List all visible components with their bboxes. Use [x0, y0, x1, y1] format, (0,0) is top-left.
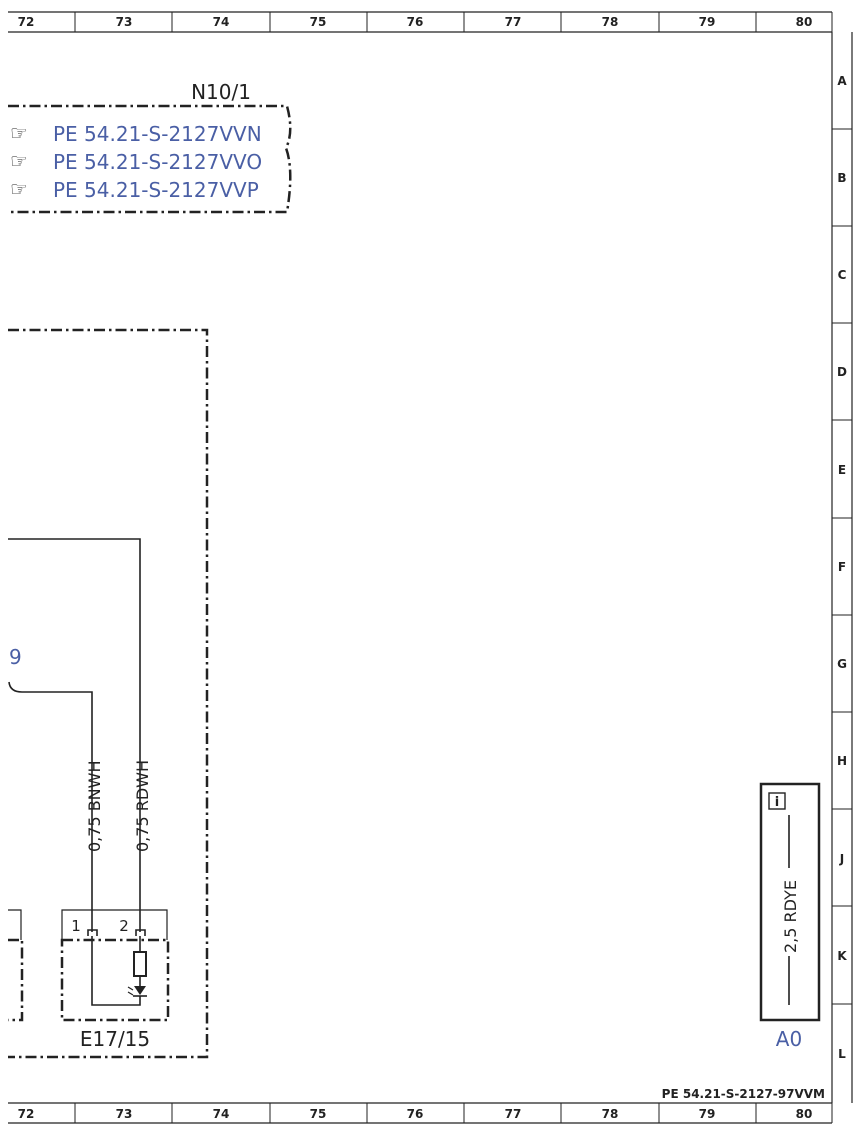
row-letter: L — [838, 1047, 846, 1061]
col-num: 79 — [699, 15, 716, 29]
component-label: E17/15 — [80, 1027, 150, 1051]
row-letter: C — [838, 268, 847, 282]
info-icon: i — [775, 795, 779, 810]
col-num: 78 — [602, 15, 619, 29]
col-num: 73 — [116, 1107, 133, 1121]
ref-link-vvo[interactable]: ☞ PE 54.21-S-2127VVO — [10, 149, 262, 174]
ref-link-vvp[interactable]: ☞ PE 54.21-S-2127VVP — [10, 177, 259, 202]
frame — [8, 11, 853, 1124]
internal-circuit — [91, 936, 147, 1006]
row-letter: J — [839, 852, 844, 866]
row-letter: B — [837, 171, 846, 185]
wire-label-rdwh: 0,75 RDWH — [133, 760, 152, 852]
led-icon — [127, 986, 147, 997]
row-separators — [832, 128, 852, 1005]
col-num: 76 — [407, 15, 424, 29]
column-separators-top — [74, 12, 833, 32]
col-num: 77 — [505, 1107, 522, 1121]
row-letter: K — [837, 949, 847, 963]
row-letter: D — [837, 365, 847, 379]
column-numbers-top: 72 73 74 75 76 77 78 79 80 — [18, 15, 813, 29]
column-numbers-bottom: 72 73 74 75 76 77 78 79 80 — [18, 1107, 813, 1121]
wire-bnwh — [8, 681, 93, 932]
col-num: 74 — [213, 1107, 230, 1121]
col-num: 76 — [407, 1107, 424, 1121]
ref-link-text[interactable]: PE 54.21-S-2127VVN — [53, 122, 262, 146]
control-unit-boundary — [8, 328, 209, 1059]
col-num: 75 — [310, 15, 327, 29]
wires — [8, 538, 141, 932]
row-letters: A B C D E F G H J K L — [837, 74, 847, 1061]
hand-pointer-icon: ☞ — [10, 121, 28, 145]
pin-contacts — [87, 929, 146, 936]
info-button[interactable]: i — [768, 792, 786, 810]
col-num: 80 — [796, 1107, 813, 1121]
a0-wire-label: 2,5 RDYE — [781, 880, 800, 953]
ref-link-vvn[interactable]: ☞ PE 54.21-S-2127VVN — [10, 121, 262, 146]
col-num: 74 — [213, 15, 230, 29]
col-num: 73 — [116, 15, 133, 29]
row-letter: A — [837, 74, 847, 88]
ref-link-text[interactable]: PE 54.21-S-2127VVP — [53, 178, 259, 202]
ref-link-text[interactable]: PE 54.21-S-2127VVO — [53, 150, 262, 174]
pin-2-label: 2 — [119, 917, 129, 935]
document-reference: PE 54.21-S-2127-97VVM — [662, 1087, 825, 1101]
connector-a0-box — [759, 782, 821, 1022]
col-num: 75 — [310, 1107, 327, 1121]
col-num: 78 — [602, 1107, 619, 1121]
module-label: N10/1 — [191, 80, 251, 104]
pin-1-label: 1 — [71, 917, 81, 935]
connector-a0: i 2,5 RDYE A0 — [759, 782, 821, 1051]
hand-pointer-icon: ☞ — [10, 177, 28, 201]
module-boundary — [8, 104, 292, 214]
col-num: 72 — [18, 15, 35, 29]
col-num: 80 — [796, 15, 813, 29]
row-letter: F — [838, 560, 846, 574]
a0-label-link[interactable]: A0 — [776, 1027, 802, 1051]
connector-frame — [61, 909, 168, 940]
component-boundary — [60, 938, 170, 1022]
info-icon-frame — [768, 792, 786, 810]
row-letter: E — [838, 463, 846, 477]
neighbor-component-fragment — [8, 909, 24, 1022]
col-num: 72 — [18, 1107, 35, 1121]
resistor-icon — [133, 951, 147, 977]
col-num: 77 — [505, 15, 522, 29]
row-letter: H — [837, 754, 847, 768]
wire-rdwh — [8, 538, 141, 932]
hand-pointer-icon: ☞ — [10, 149, 28, 173]
column-separators-bottom — [74, 1103, 833, 1123]
partial-ref-link[interactable]: 9 — [9, 645, 22, 669]
module-n10-1: N10/1 ☞ PE 54.21-S-2127VVN ☞ PE 54.21-S-… — [8, 80, 292, 214]
row-letter: G — [837, 657, 847, 671]
wire-label-bnwh: 0,75 BNWH — [85, 760, 104, 852]
col-num: 79 — [699, 1107, 716, 1121]
component-e17-15: 1 2 E17/15 — [60, 909, 170, 1051]
